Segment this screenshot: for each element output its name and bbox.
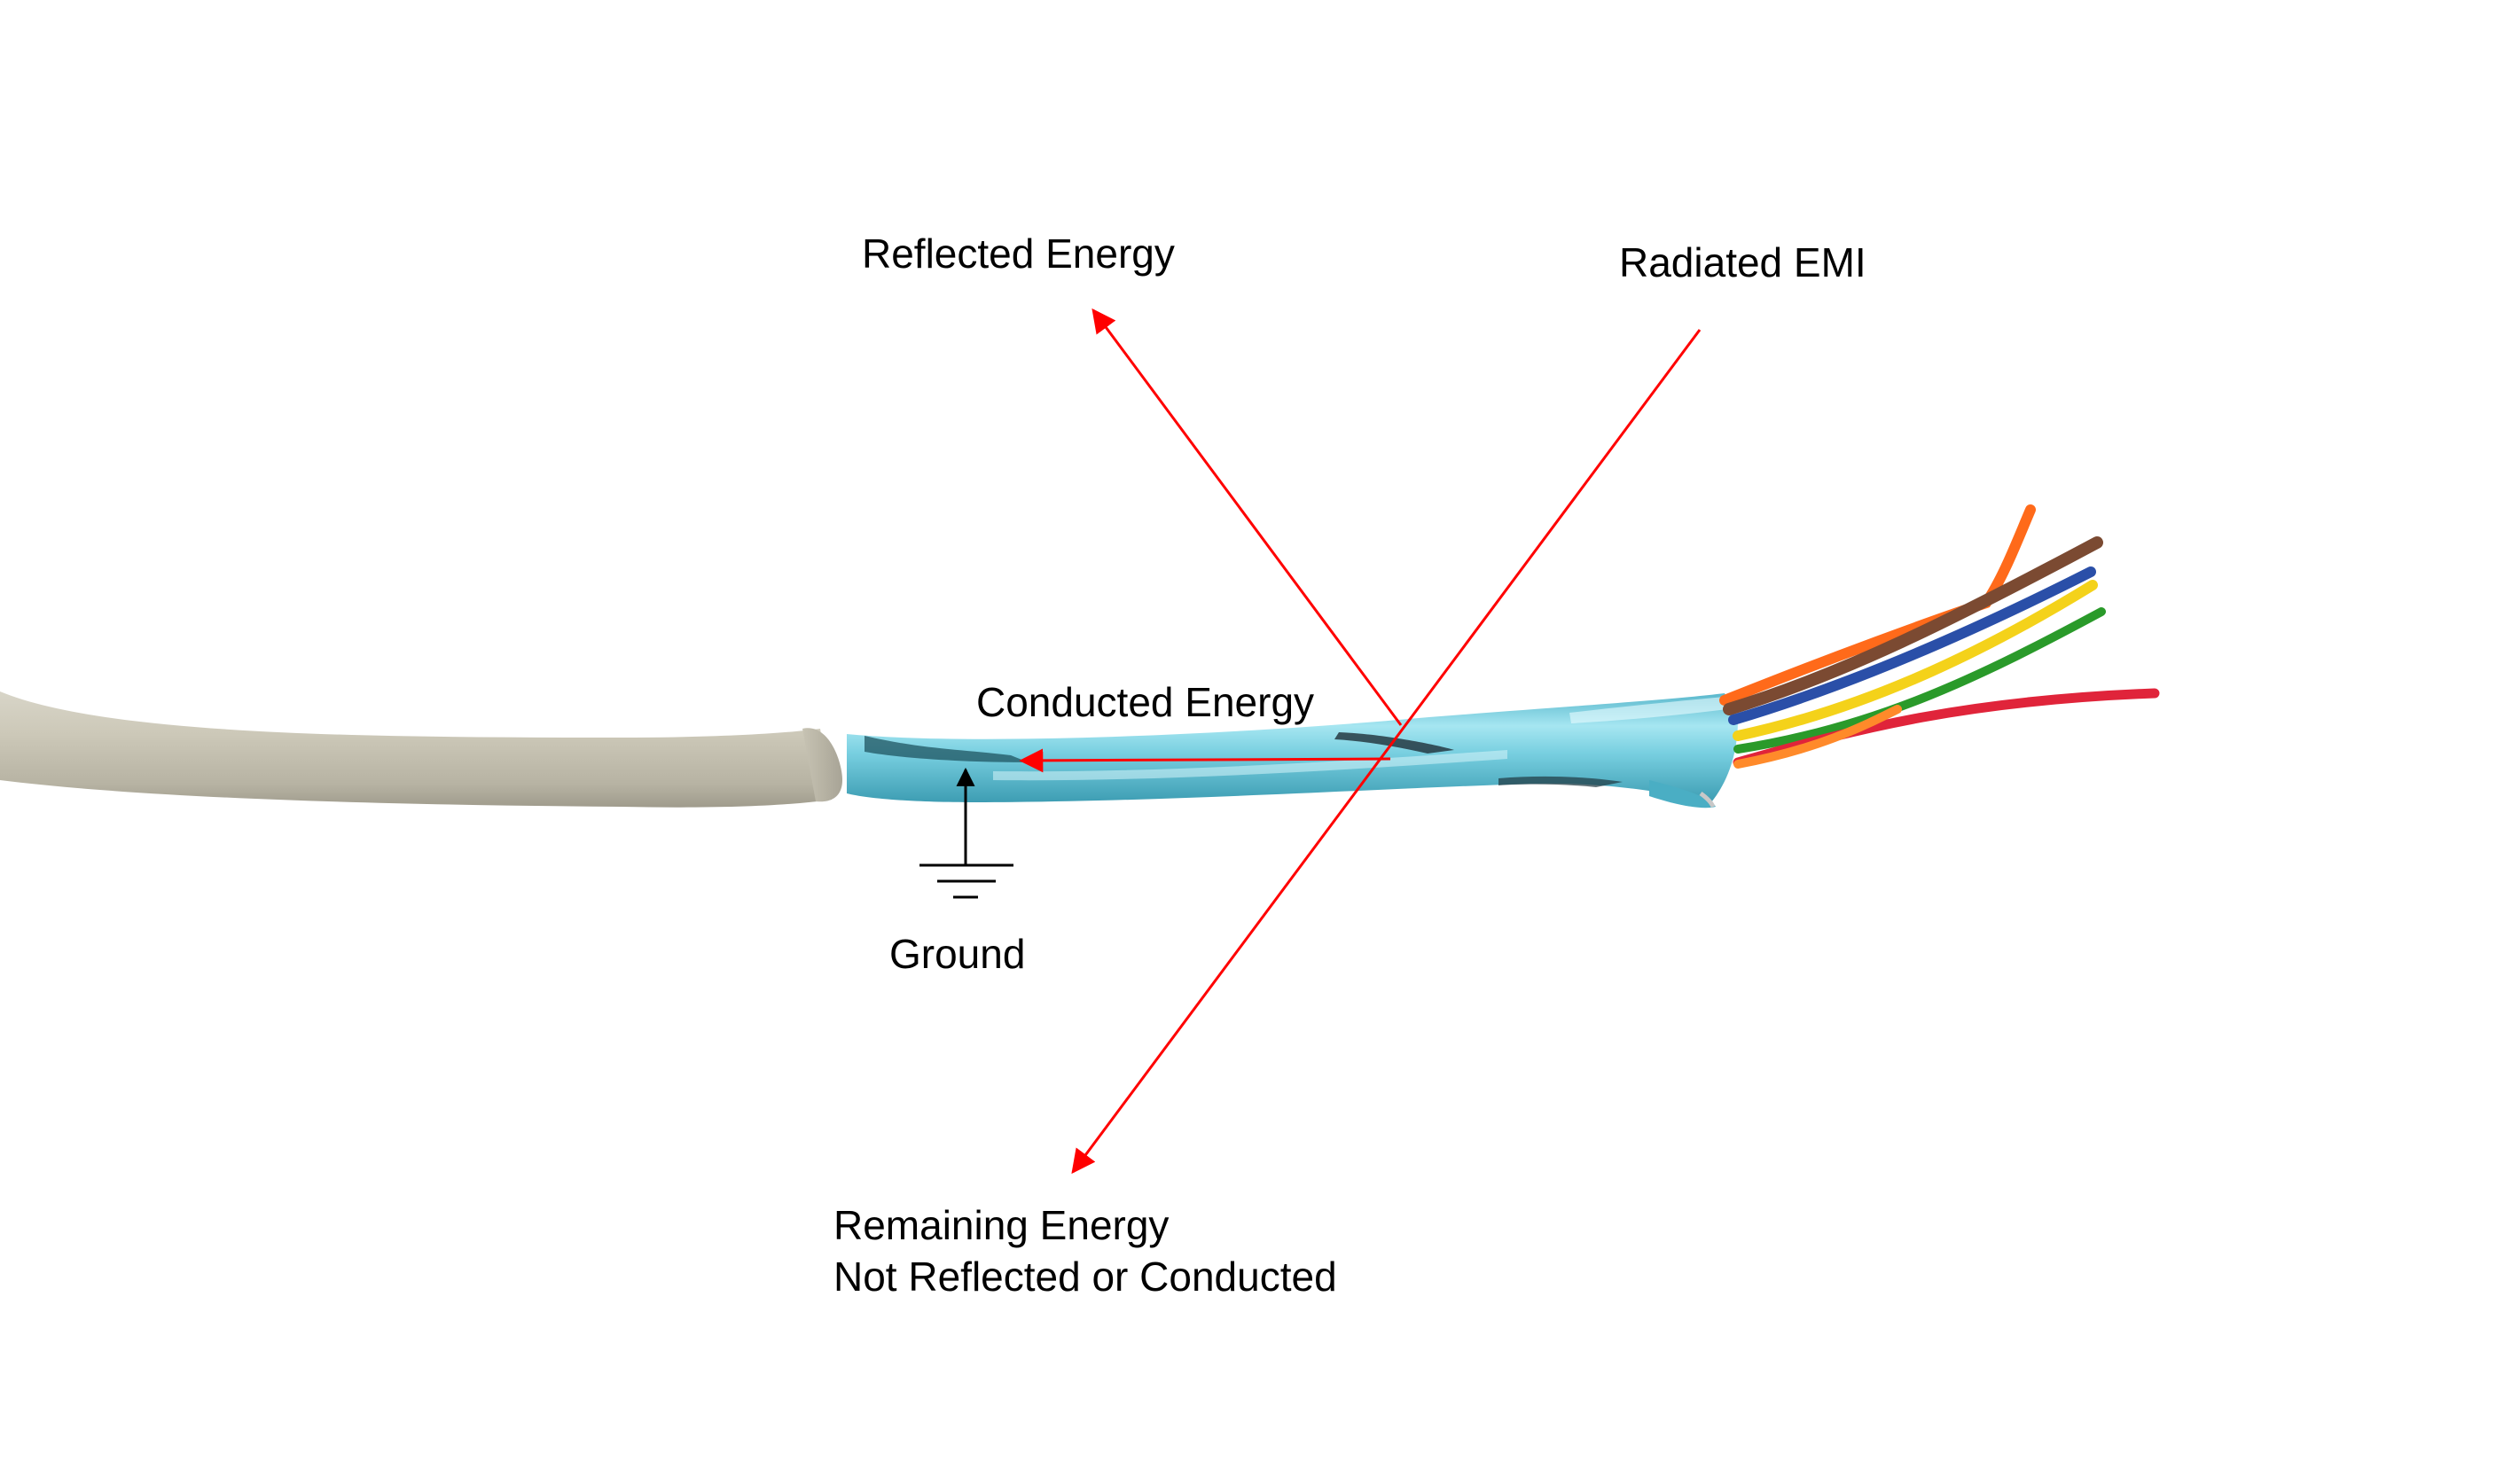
wire-brown bbox=[1723, 536, 2103, 715]
drain-wire bbox=[1699, 791, 1716, 808]
conductor-wires bbox=[1719, 504, 2160, 769]
conducted-energy-label: Conducted Energy bbox=[976, 679, 1314, 725]
foil-fold-light bbox=[993, 750, 1507, 781]
foil-fold-light bbox=[1569, 697, 1727, 723]
conducted-energy-arrow bbox=[1019, 748, 1391, 773]
cable-illustration bbox=[0, 504, 2160, 808]
wire-green bbox=[1733, 607, 2106, 754]
reflected-energy-label: Reflected Energy bbox=[862, 230, 1175, 277]
foil-fold-dark bbox=[1498, 776, 1623, 787]
energy-arrows bbox=[1019, 308, 1702, 1175]
ground-label: Ground bbox=[889, 931, 1025, 977]
cable-jacket-cut-end bbox=[802, 728, 842, 802]
wire-blue bbox=[1728, 566, 2096, 725]
remaining-energy-label: Remaining Energy bbox=[833, 1202, 1169, 1248]
radiated-emi-label: Radiated EMI bbox=[1619, 239, 1866, 285]
wire-orange-lower bbox=[1733, 705, 1902, 769]
foil-fold-dark bbox=[1334, 732, 1454, 754]
reflected-energy-arrow bbox=[1092, 308, 1403, 726]
foil-torn-end bbox=[1649, 780, 1716, 808]
remaining-energy-sublabel: Not Reflected or Conducted bbox=[833, 1254, 1337, 1300]
remaining-energy-arrow bbox=[1071, 329, 1702, 1175]
ground-symbol bbox=[919, 767, 1013, 899]
foil-fold-dark bbox=[865, 736, 1029, 762]
cable-jacket bbox=[0, 691, 832, 808]
wire-yellow bbox=[1733, 580, 2098, 741]
